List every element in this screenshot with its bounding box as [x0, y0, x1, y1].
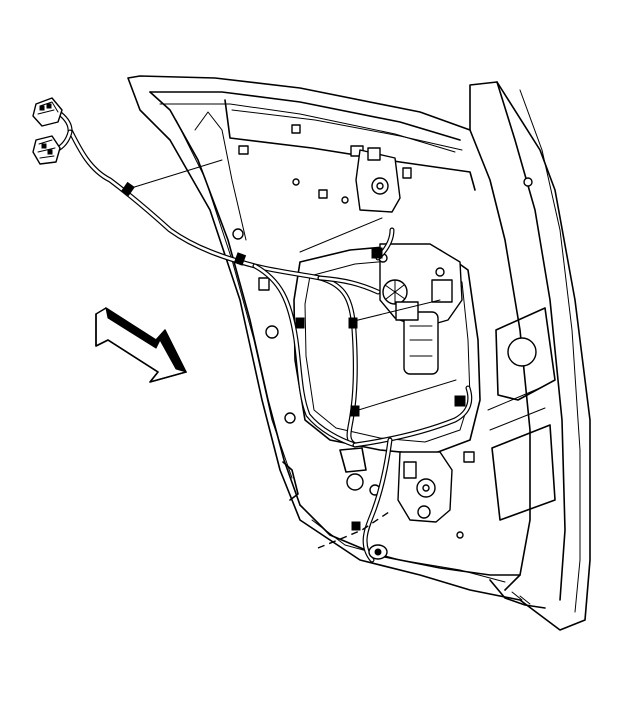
direction-arrow-icon: [95, 306, 187, 383]
panel-hole: [284, 412, 296, 424]
harness-grommet-center: [374, 548, 382, 556]
leader-line-dashed: [317, 509, 393, 549]
door-bottom-corner: [489, 579, 546, 609]
panel-hole: [291, 124, 301, 134]
leader-lines: [127, 159, 457, 549]
left-panel: [194, 111, 299, 501]
latch-bolt: [417, 505, 431, 519]
panel-hole: [232, 228, 244, 240]
door-bottom-inner-2: [311, 519, 506, 583]
panel-hole: [463, 451, 475, 463]
leader-line: [349, 299, 441, 323]
upper-panel: [224, 99, 476, 213]
right-panel-details: [456, 177, 556, 539]
right-rib: [487, 387, 546, 431]
door-pillar-mid: [496, 81, 566, 601]
harness-retainer-icon: [233, 252, 247, 266]
window-regulator-motor-icon: [378, 243, 463, 375]
leader-line: [299, 217, 383, 253]
door-pillar-inner: [469, 129, 531, 591]
harness-retainer-icon: [295, 317, 305, 329]
door-left-inner: [149, 91, 301, 506]
panel-hole: [292, 178, 300, 186]
motor-body: [403, 311, 439, 375]
door-pillar-edge: [519, 89, 581, 613]
bracket-tab: [402, 167, 412, 179]
harness-retainer-icon: [371, 247, 383, 259]
harness-connector-icon: [32, 97, 73, 165]
leader-line: [351, 379, 457, 413]
panel-hole: [238, 145, 249, 155]
glass-channel-lip: [231, 109, 463, 151]
panel-hole: [318, 189, 328, 199]
panel-hole: [346, 473, 364, 491]
leader-line: [127, 159, 223, 190]
panel-hole: [523, 177, 533, 187]
harness-retainer-icon: [348, 317, 358, 329]
lower-latch-assembly: [339, 447, 453, 523]
motor-bolt: [435, 267, 445, 277]
arrow-shade: [105, 306, 187, 373]
bracket-bolt-center: [376, 182, 384, 190]
lower-left-tab: [339, 447, 367, 473]
latch-bolt-center: [422, 484, 430, 492]
panel-hole: [456, 531, 464, 539]
panel-hole: [341, 196, 349, 204]
harness-retainer-icon: [351, 521, 361, 531]
door-top-inner: [149, 91, 461, 141]
door-left-inner-2: [175, 119, 293, 479]
motor-connector: [395, 301, 419, 321]
left-panel-contour: [194, 111, 247, 241]
motor-gear-teeth: [384, 279, 406, 305]
lower-left-flap: [282, 461, 299, 501]
speaker-hole: [507, 337, 537, 367]
harness-retainer-icon: [454, 395, 466, 407]
motor-body-rib: [409, 325, 433, 357]
motor-housing-tab: [431, 279, 453, 303]
door-frame: [127, 75, 591, 631]
right-lower-stamp: [491, 424, 556, 521]
panel-hole: [265, 325, 279, 339]
harness-main-upper: [67, 127, 323, 281]
latch-tab: [403, 461, 417, 479]
door-top-inner-2: [159, 103, 456, 153]
bracket-tab: [367, 147, 381, 161]
panel-hole: [258, 277, 270, 291]
door-hinge-mark: [511, 591, 531, 605]
door-outer-edge: [127, 75, 591, 631]
